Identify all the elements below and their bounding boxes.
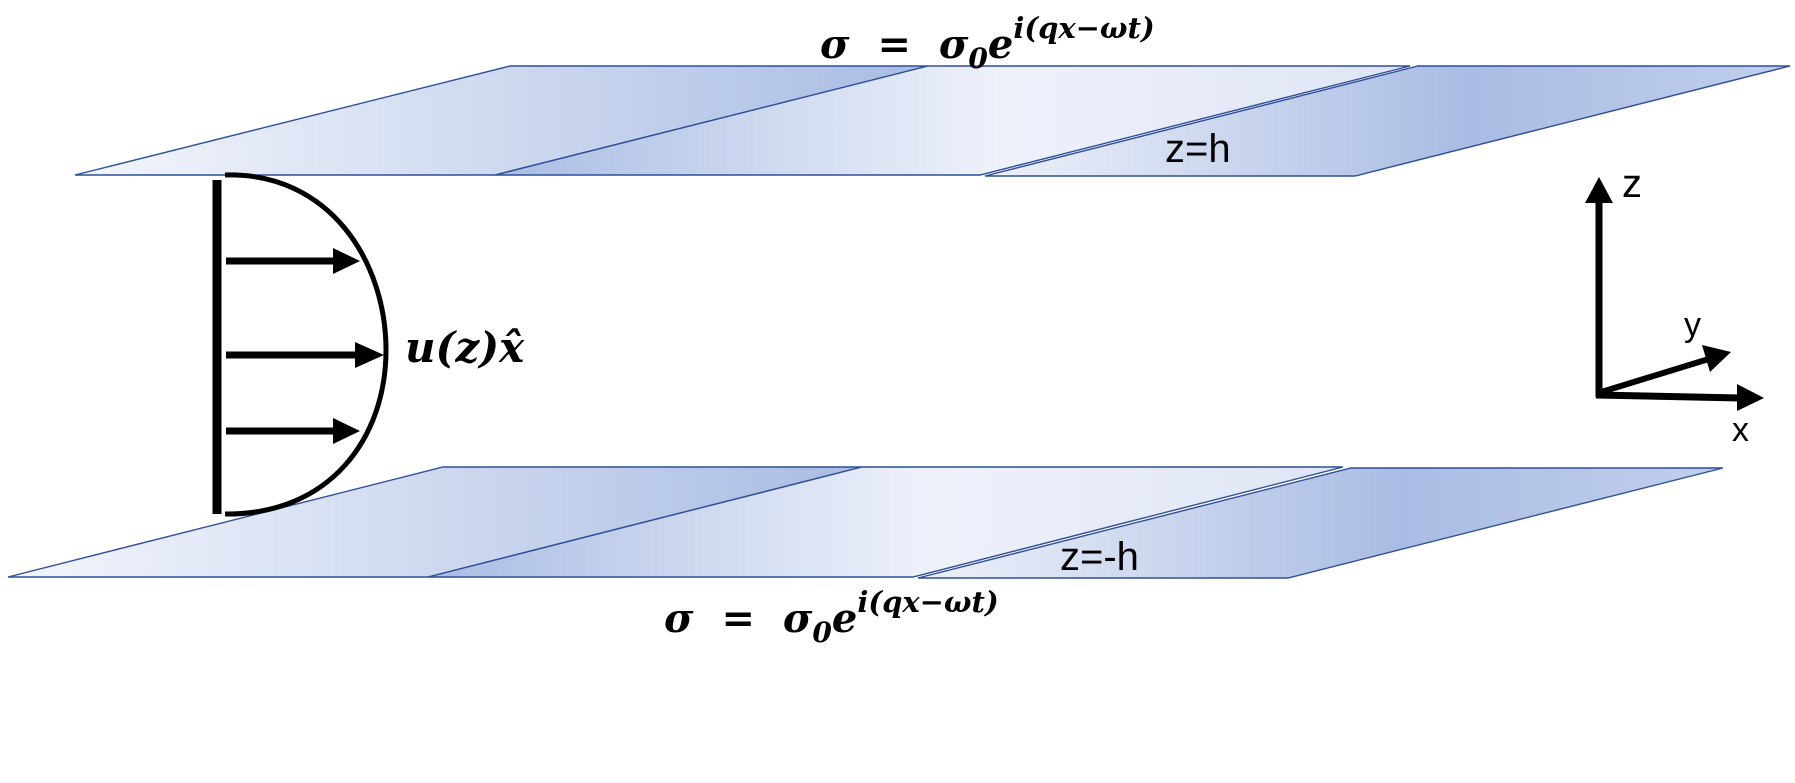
z-axis-label: z (1622, 162, 1642, 206)
velocity-arrow-upper-head (333, 248, 360, 274)
y-axis-label: y (1684, 306, 1701, 344)
flow-profile: u(z)x̂ (212, 172, 525, 517)
x-axis-arrowhead (1737, 384, 1764, 411)
top-plane-label: z=h (1165, 127, 1231, 171)
coordinate-axes: z x y (1585, 162, 1764, 449)
y-axis-arrowhead (1702, 345, 1731, 372)
bottom-plane: z=-h (7, 466, 1724, 579)
x-axis-line (1595, 391, 1741, 402)
top-plane: z=h (74, 65, 1791, 177)
top-surface-charge-formula: σ = σ0ei(qx−ωt) (820, 11, 1155, 75)
top-plane-panel-3 (984, 65, 1791, 177)
velocity-arrow-lower-head (333, 418, 360, 444)
bottom-plane-panel-2 (427, 466, 1344, 578)
velocity-arrow-middle-head (355, 342, 384, 368)
bottom-plane-panel-3 (917, 467, 1724, 579)
top-plane-panel-2 (494, 65, 1411, 176)
bottom-surface-charge-formula: σ = σ0ei(qx−ωt) (664, 585, 999, 649)
x-axis-label: x (1732, 411, 1749, 449)
bottom-plane-label: z=-h (1060, 535, 1139, 579)
velocity-label: u(z)x̂ (405, 323, 525, 372)
z-axis-arrowhead (1585, 177, 1613, 203)
parabolic-velocity-curve (224, 172, 389, 517)
y-axis-line (1597, 355, 1713, 396)
